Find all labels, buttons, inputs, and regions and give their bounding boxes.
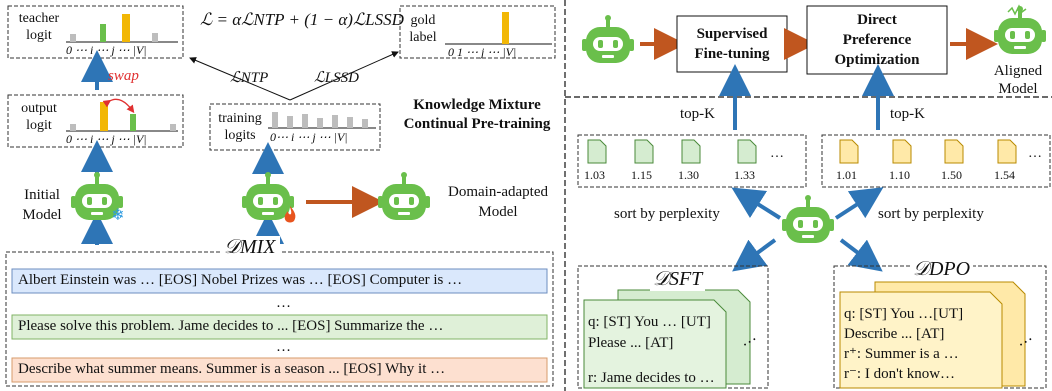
dpo-box-label: Direct Preference Optimization <box>834 12 920 68</box>
ddpo-label: 𝒟DPO <box>910 258 974 281</box>
swap-label: swap <box>108 68 139 84</box>
output-bar <box>70 124 76 131</box>
sort-right-label: sort by perplexity <box>878 206 984 222</box>
sft-scored-box <box>577 134 807 188</box>
snowflake-icon: ❄ <box>111 205 124 224</box>
dmix-box <box>5 251 554 387</box>
kmcp-title: Knowledge Mixture Continual Pre-training <box>403 97 551 132</box>
topk-left-label: top-K <box>680 106 715 122</box>
training-axis: 0⋯ i ⋯ j ⋯ |V| <box>270 130 348 144</box>
swap-arrow <box>102 98 135 114</box>
dpo-card-front <box>839 291 1003 389</box>
dpo-score-4: 1.54 <box>994 168 1015 182</box>
topk-right-label: top-K <box>890 106 925 122</box>
training-logits-box <box>209 103 381 151</box>
output-logit-label: output logit <box>21 101 57 133</box>
teacher-bar <box>152 33 158 42</box>
sft-score-1: 1.03 <box>584 168 605 182</box>
teacher-bar <box>70 34 76 42</box>
sft-card-more: … <box>736 327 759 350</box>
mix-row-orange <box>11 357 548 383</box>
training-bar <box>362 119 368 128</box>
sort-left-label: sort by perplexity <box>614 206 720 222</box>
mix-row-2: Please solve this problem. Jame decides … <box>18 318 444 334</box>
training-logits-label: training logits <box>218 111 262 143</box>
sort-right-arrow <box>834 187 884 220</box>
sft-card-text: q: [ST] You … [UT] Please ... [AT] r: Ja… <box>588 314 715 386</box>
dpo-score-1: 1.01 <box>836 168 857 182</box>
fire-icon <box>284 206 296 223</box>
gold-bar <box>502 12 509 44</box>
dpo-doc-icons <box>839 139 1017 164</box>
sft-score-3: 1.30 <box>678 168 699 182</box>
sft-doc-icons <box>587 139 757 164</box>
from-sft-arrow <box>732 238 777 272</box>
dmix-label: 𝒟MIX <box>220 236 280 259</box>
mix-ellipsis-2: … <box>276 339 291 355</box>
dsft-label: 𝒟SFT <box>650 268 706 291</box>
training-bar <box>272 112 278 128</box>
sft-score-4: 1.33 <box>734 168 755 182</box>
training-bar <box>302 114 308 128</box>
dpo-scored-box <box>821 134 1051 188</box>
ntp-arrow <box>189 57 291 101</box>
dpo-box <box>806 5 948 75</box>
mix-row-green <box>11 314 548 340</box>
sft-card-front <box>583 299 727 389</box>
mix-row-blue <box>11 268 548 294</box>
initial-model-label: Initial Model <box>22 187 62 223</box>
mix-ellipsis-1: … <box>276 295 291 311</box>
dpo-card-more: … <box>1012 327 1035 350</box>
loss-ntp-label: ℒNTP <box>230 70 269 86</box>
dpo-more: … <box>1028 146 1042 161</box>
aligned-model-label: Aligned Model <box>993 63 1043 97</box>
teacher-bar <box>122 14 130 42</box>
loss-lssd-label: ℒLSSD <box>314 70 359 86</box>
training-bar <box>347 117 353 128</box>
lssd-arrow <box>289 51 399 101</box>
sft-score-2: 1.15 <box>631 168 652 182</box>
training-bar <box>287 116 293 128</box>
teacher-logit-box <box>7 5 184 59</box>
gold-axis: 0 1 ⋯ j ⋯ |V| <box>448 45 517 59</box>
output-bar <box>130 114 136 131</box>
from-dpo-arrow <box>839 238 883 272</box>
dpo-card-text: q: [ST] You …[UT] Describe ... [AT] r⁺: … <box>844 306 964 382</box>
gold-label-box <box>399 5 556 59</box>
dpo-score-3: 1.50 <box>941 168 962 182</box>
output-bar <box>100 102 108 131</box>
heartbeat-icon <box>1007 4 1027 16</box>
gold-label-text: gold label <box>409 13 437 45</box>
output-axis: 0 ⋯ i ⋯ j ⋯ |V| <box>66 132 147 146</box>
mix-row-1: Albert Einstein was … [EOS] Nobel Prizes… <box>18 272 463 288</box>
teacher-bar <box>100 24 106 42</box>
loss-formula: ℒ = αℒNTP + (1 − α)ℒLSSD <box>200 10 404 29</box>
sort-left-arrow <box>731 187 782 220</box>
domain-model-label: Domain-adapted Model <box>448 184 548 220</box>
teacher-axis: 0 ⋯ i ⋯ j ⋯ |V| <box>66 43 147 57</box>
training-bar <box>317 118 323 128</box>
sft-box-label: Supervised Fine-tuning <box>694 26 770 62</box>
output-bar <box>170 124 176 131</box>
training-bar <box>332 115 338 128</box>
teacher-logit-label: teacher logit <box>18 11 60 43</box>
sft-more: … <box>770 146 784 161</box>
mix-row-3: Describe what summer means. Summer is a … <box>18 361 446 377</box>
svg-text:❄: ❄ <box>111 205 124 224</box>
dpo-score-2: 1.10 <box>889 168 910 182</box>
